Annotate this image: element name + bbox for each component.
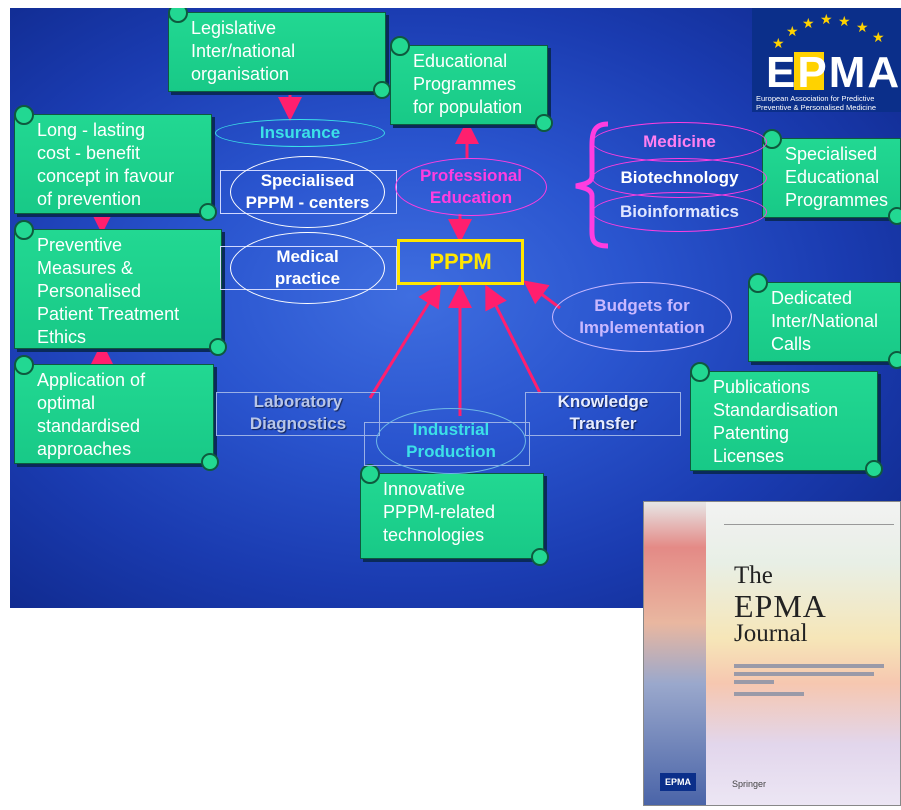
svg-text:★: ★: [772, 36, 785, 52]
journal-cover: The EPMA Journal EPMA Springer: [643, 501, 901, 806]
cover-epma-logo: EPMA: [660, 773, 696, 791]
cover-title-epma: EPMA: [734, 588, 827, 624]
cover-text-line: [734, 664, 884, 668]
cover-title-the: The: [734, 562, 773, 589]
scroll-preventive-measures: Preventive Measures & Personalised Patie…: [14, 220, 227, 356]
epma-logo: ★ ★ ★ ★ ★ ★ ★ EPMA European Association …: [752, 8, 901, 112]
node-pppm: PPPM: [397, 239, 524, 285]
cover-publisher: Springer: [732, 779, 767, 789]
epma-logo-graphic: ★ ★ ★ ★ ★ ★ ★: [772, 12, 885, 90]
node-budgets: Budgets for Implementation: [552, 282, 732, 352]
node-insurance: Insurance: [215, 119, 385, 147]
cover-volume-line: [724, 514, 894, 525]
svg-text:★: ★: [838, 14, 851, 30]
node-professional-education: Professional Education: [395, 158, 547, 216]
frame-knowledge: [525, 392, 681, 436]
scroll-dedicated-calls: Dedicated Inter/National Calls: [748, 273, 901, 369]
node-bioinformatics: Bioinformatics: [592, 192, 767, 232]
svg-text:★: ★: [802, 16, 815, 32]
scroll-legislative: Legislative Inter/national organisation: [168, 8, 391, 99]
diagram-slide: Legislative Inter/national organisation …: [10, 8, 901, 608]
node-specialised-centers: Specialised PPPM - centers: [230, 156, 385, 228]
arrow-lab-pppm: [368, 282, 442, 399]
arrow-knowledge-pppm: [485, 284, 542, 394]
cover-text-line: [734, 692, 804, 696]
svg-text:★: ★: [786, 24, 799, 40]
scroll-educational-programmes: Educational Programmes for population: [390, 36, 553, 132]
cover-spine: [644, 502, 706, 805]
svg-text:★: ★: [872, 30, 885, 46]
connector-layer: [90, 94, 609, 416]
scroll-specialised-educational: Specialised Educational Programmes: [762, 129, 901, 225]
epma-logo-subtitle-2: Preventive & Personalised Medicine: [756, 103, 877, 112]
scroll-innovative: Innovative PPPM-related technologies: [360, 464, 549, 566]
cover-text-line: [734, 672, 874, 676]
epma-logo-text: EPMA: [766, 48, 901, 97]
svg-text:★: ★: [856, 20, 869, 36]
brace-disciplines: [575, 121, 609, 249]
node-laboratory-diagnostics: Laboratory Diagnostics: [249, 392, 347, 433]
node-medical-practice: Medical practice: [230, 232, 385, 304]
scroll-application: Application of optimal standardised appr…: [14, 355, 219, 471]
svg-text:★: ★: [820, 12, 833, 28]
scroll-publications: Publications Standardisation Patenting L…: [690, 362, 883, 478]
arrow-budgets-pppm: [523, 280, 561, 310]
node-medicine: Medicine: [592, 122, 767, 162]
node-industrial-production: Industrial Production: [376, 408, 526, 474]
epma-logo-subtitle-1: European Association for Predictive: [756, 94, 875, 103]
node-knowledge-transfer: Knowledge Transfer: [557, 392, 649, 433]
frame-laboratory: [216, 392, 380, 436]
scroll-long-lasting: Long - lasting cost - benefit concept in…: [14, 105, 217, 221]
cover-title-journal: Journal: [734, 620, 808, 647]
cover-text-line: [734, 680, 774, 684]
